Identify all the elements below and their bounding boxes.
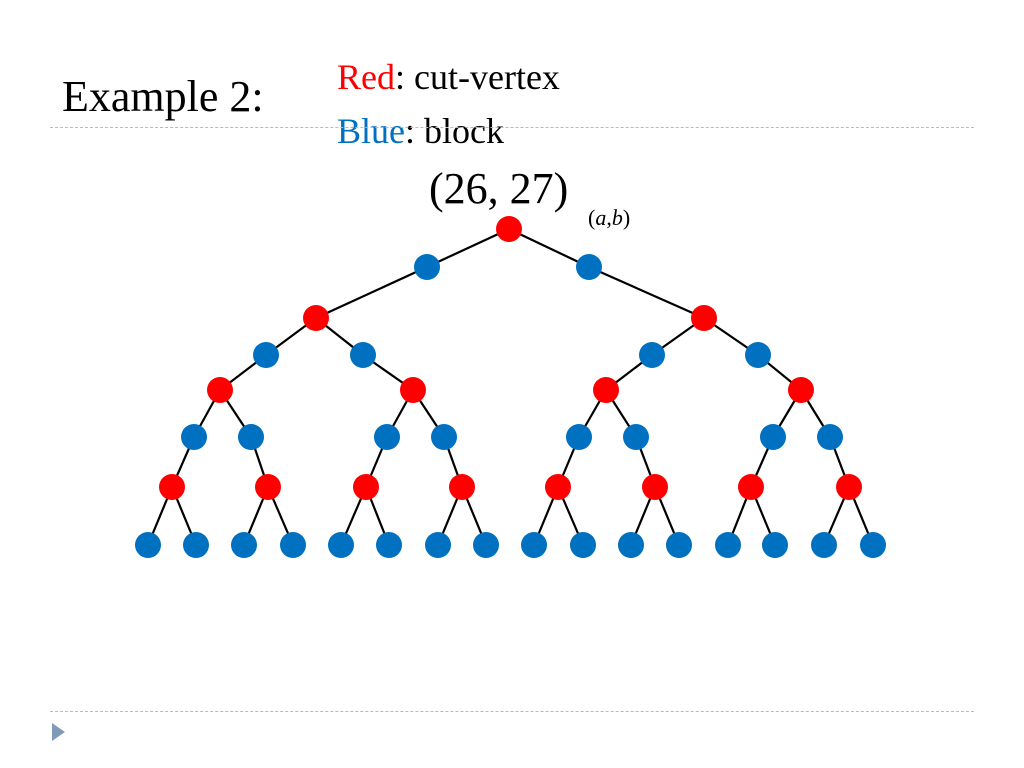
block-node	[639, 342, 665, 368]
legend-blue-word: Blue	[337, 111, 405, 151]
block-node	[374, 424, 400, 450]
block-node	[350, 342, 376, 368]
subscript-a: a	[595, 205, 607, 230]
legend-red-desc: : cut-vertex	[395, 57, 560, 97]
block-node	[521, 532, 547, 558]
cut-vertex-node	[400, 377, 426, 403]
footer-divider	[50, 711, 974, 712]
tree-nodes	[135, 216, 886, 558]
block-node	[618, 532, 644, 558]
tree-edge	[315, 266, 428, 319]
subscript-close: )	[622, 205, 631, 230]
cut-vertex-node	[738, 474, 764, 500]
block-node	[425, 532, 451, 558]
block-node	[817, 424, 843, 450]
block-node	[762, 532, 788, 558]
block-node	[666, 532, 692, 558]
tree-edges	[146, 228, 875, 546]
slide-title: Example 2:	[62, 72, 264, 121]
block-node	[183, 532, 209, 558]
block-node	[238, 424, 264, 450]
block-node	[253, 342, 279, 368]
block-node	[328, 532, 354, 558]
tree-edge	[588, 265, 705, 320]
block-node	[231, 532, 257, 558]
block-node	[414, 254, 440, 280]
block-node	[576, 254, 602, 280]
legend-blue-desc: : block	[405, 111, 504, 151]
legend-red-row: Red: cut-vertex	[337, 50, 560, 104]
block-node	[431, 424, 457, 450]
legend-blue-row: Blue: block	[337, 104, 560, 158]
cut-vertex-node	[159, 474, 185, 500]
cut-vertex-node	[496, 216, 522, 242]
block-node	[760, 424, 786, 450]
block-node	[566, 424, 592, 450]
cut-vertex-node	[836, 474, 862, 500]
tree-label-subscript: (a,b)	[588, 205, 630, 231]
block-node	[715, 532, 741, 558]
block-node	[811, 532, 837, 558]
title-divider	[50, 127, 974, 128]
subscript-sep: ,	[606, 205, 612, 230]
block-node	[135, 532, 161, 558]
cut-vertex-node	[255, 474, 281, 500]
block-node	[473, 532, 499, 558]
subscript-b: b	[611, 205, 623, 230]
legend: Red: cut-vertex Blue: block	[337, 50, 560, 158]
tree-edge	[426, 228, 510, 268]
cut-vertex-node	[642, 474, 668, 500]
block-node	[623, 424, 649, 450]
cut-vertex-node	[593, 377, 619, 403]
block-node	[570, 532, 596, 558]
block-node	[376, 532, 402, 558]
cut-vertex-node	[303, 305, 329, 331]
cut-vertex-node	[207, 377, 233, 403]
subscript-open: (	[588, 205, 596, 230]
cut-vertex-node	[449, 474, 475, 500]
block-node	[181, 424, 207, 450]
cut-vertex-node	[545, 474, 571, 500]
cut-vertex-node	[788, 377, 814, 403]
block-node	[860, 532, 886, 558]
block-node	[280, 532, 306, 558]
legend-red-word: Red	[337, 57, 395, 97]
cut-vertex-node	[691, 305, 717, 331]
play-triangle-icon	[52, 723, 65, 741]
tree-label: (26, 27)	[429, 164, 569, 213]
tree-edge	[508, 228, 590, 268]
cut-vertex-node	[353, 474, 379, 500]
block-node	[745, 342, 771, 368]
